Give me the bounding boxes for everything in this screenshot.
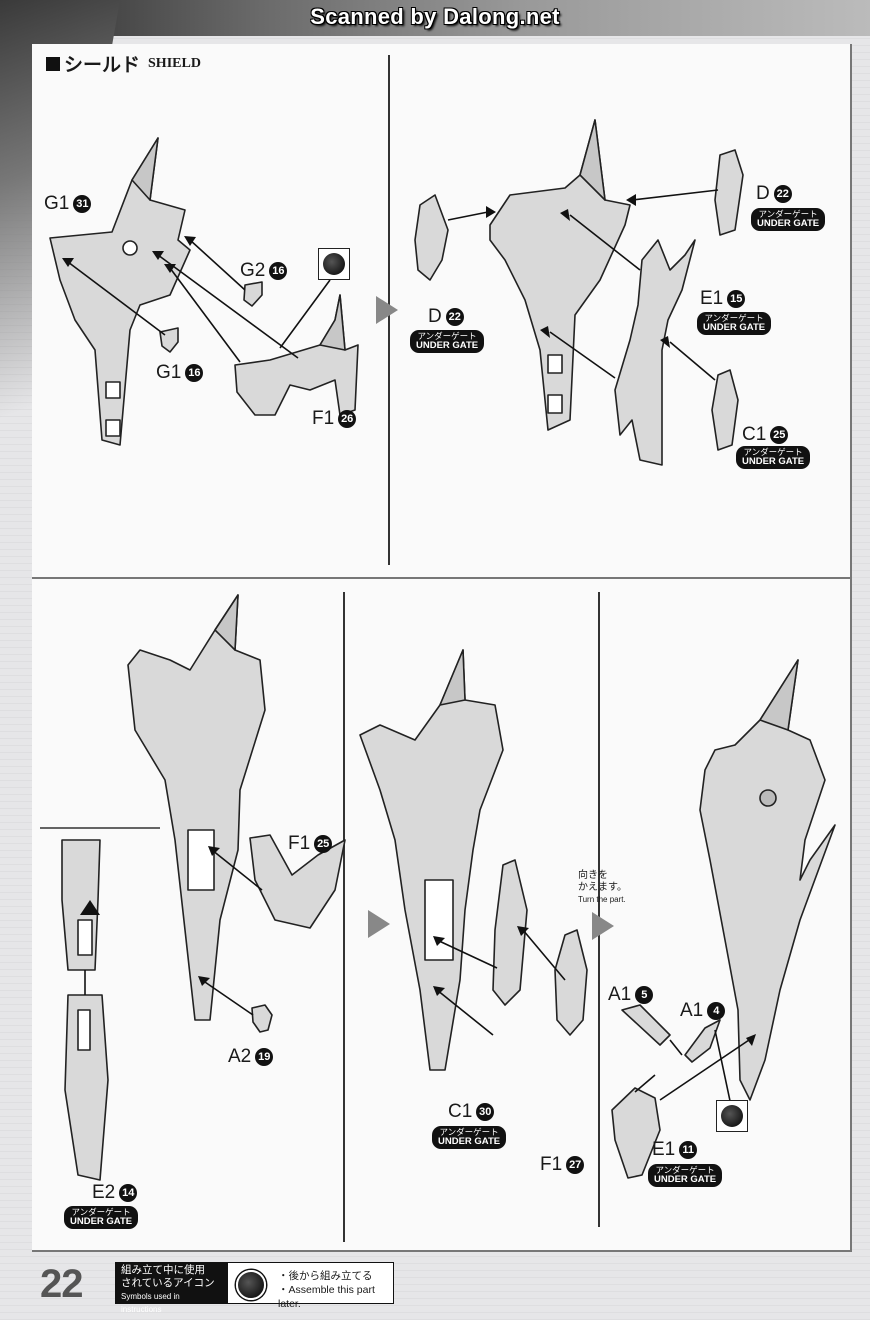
divider-bottom-1 bbox=[343, 592, 345, 1242]
step1-diagram bbox=[49, 137, 359, 446]
turn-part-note: 向きを かえます。 Turn the part. bbox=[578, 870, 627, 906]
step3-diagram bbox=[127, 594, 346, 1033]
divider-bottom-2 bbox=[598, 592, 600, 1227]
top-strip bbox=[0, 0, 870, 36]
step2-diagram bbox=[414, 119, 744, 466]
title-square-icon bbox=[46, 56, 60, 71]
turn-note-jp-1: 向きを bbox=[578, 870, 608, 881]
assemble-later-jp: ・後から組み立てる bbox=[278, 1270, 373, 1282]
legend-symbol-box: ・後から組み立てる ・Assemble this part later. bbox=[227, 1262, 394, 1310]
assemble-later-icon-2 bbox=[716, 1100, 748, 1132]
legend-jp-line2: されているアイコン bbox=[121, 1277, 215, 1289]
section-title-en: SHIELD bbox=[148, 55, 201, 71]
legend-title-box: 組み立て中に使用 されているアイコン Symbols used in instr… bbox=[115, 1262, 227, 1314]
assemble-later-icon bbox=[318, 248, 350, 280]
page-number: 22 bbox=[40, 1262, 83, 1306]
section-title-jp: シールド bbox=[64, 55, 141, 76]
assemble-later-legend-icon bbox=[236, 1270, 266, 1300]
legend-en: Symbols used in instructions bbox=[121, 1292, 180, 1314]
watermark: Scanned by Dalong.net bbox=[310, 4, 560, 29]
step5-diagram bbox=[611, 659, 836, 1179]
assemble-later-en: ・Assemble this part later. bbox=[278, 1284, 375, 1310]
legend-jp-line1: 組み立て中に使用 bbox=[121, 1264, 205, 1276]
turn-note-en: Turn the part. bbox=[578, 895, 626, 904]
step-arrow-2 bbox=[368, 910, 390, 938]
section-title: シールド SHIELD bbox=[46, 50, 201, 77]
turn-note-jp-2: かえます。 bbox=[578, 882, 627, 893]
step4-diagram bbox=[359, 649, 588, 1071]
step-arrow-3 bbox=[592, 912, 614, 940]
top-panel bbox=[32, 44, 852, 579]
step-arrow-1 bbox=[376, 296, 398, 324]
step3-detail-diagram bbox=[40, 827, 160, 1181]
